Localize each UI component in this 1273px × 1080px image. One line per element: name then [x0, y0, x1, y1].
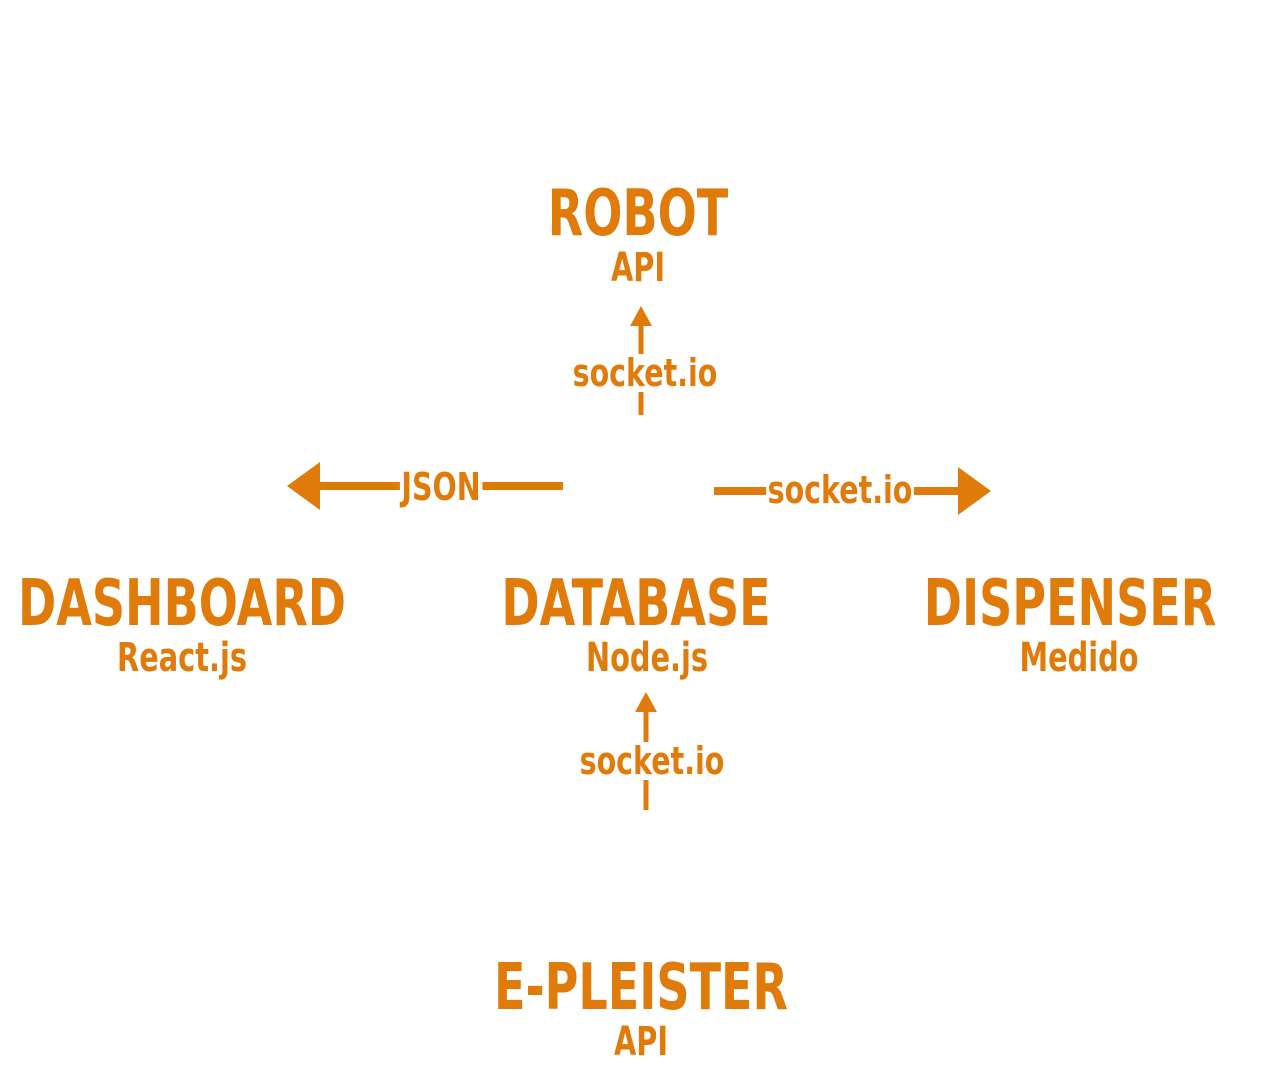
node-database: DATABASE Node.js [449, 572, 823, 678]
node-robot: ROBOT API [513, 182, 764, 288]
node-dispenser-subtitle: Medido [1019, 635, 1139, 681]
node-robot-title: ROBOT [547, 177, 729, 251]
node-dispenser-title: DISPENSER [923, 567, 1217, 641]
node-dispenser: DISPENSER Medido [867, 572, 1273, 678]
node-dashboard-title: DASHBOARD [17, 567, 347, 641]
node-epleister: E-PLEISTER API [437, 956, 845, 1062]
node-database-subtitle: Node.js [586, 635, 708, 681]
node-epleister-title: E-PLEISTER [494, 951, 788, 1025]
edge-label-database-to-dispenser: socket.io [766, 468, 914, 512]
edge-label-database-to-robot: socket.io [571, 351, 719, 395]
node-dashboard-subtitle: React.js [117, 635, 247, 681]
node-robot-subtitle: API [610, 245, 666, 291]
node-database-title: DATABASE [501, 567, 771, 641]
node-epleister-subtitle: API [613, 1019, 669, 1065]
node-dashboard: DASHBOARD React.js [0, 572, 410, 678]
edge-label-database-to-dashboard: JSON [399, 465, 483, 509]
edge-label-epleister-to-database: socket.io [578, 739, 726, 783]
